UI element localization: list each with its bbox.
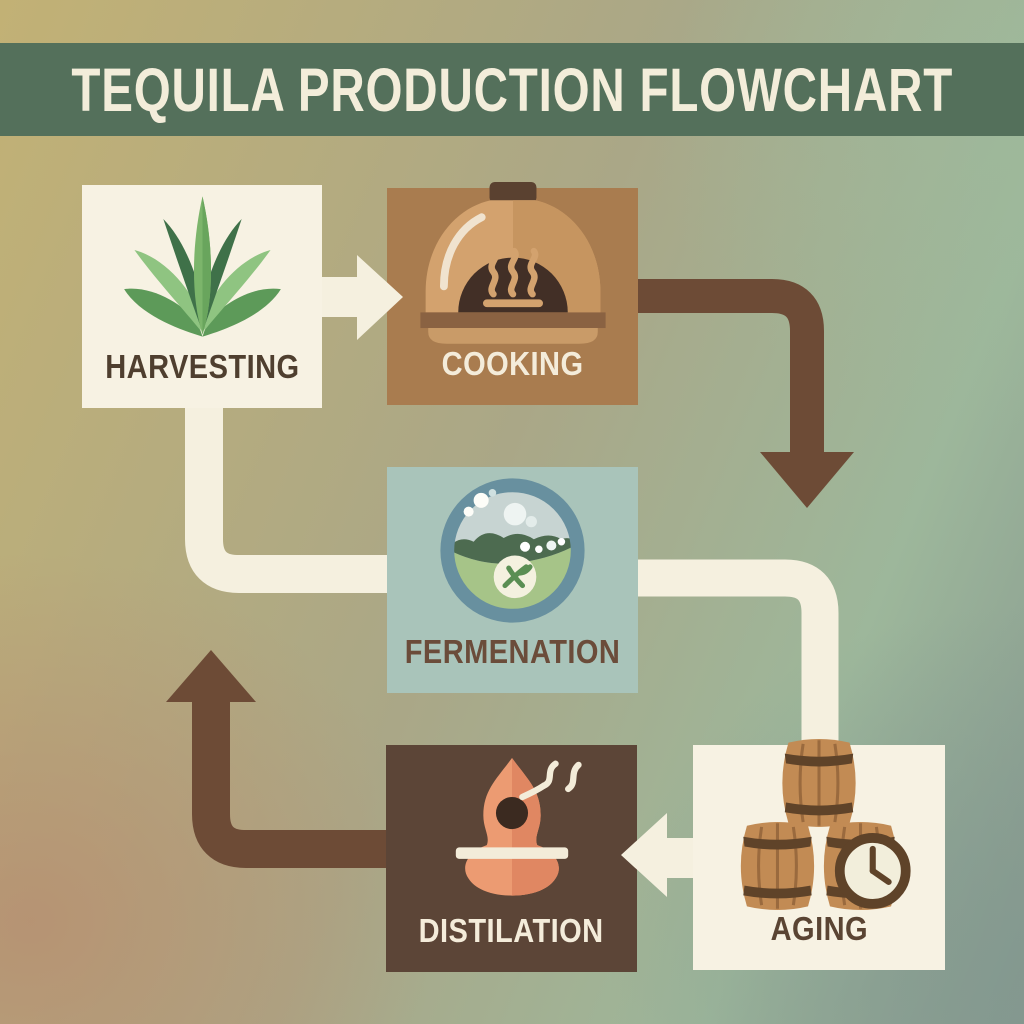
step-box-harvesting: HARVESTING bbox=[82, 185, 322, 408]
title-banner: TEQUILA PRODUCTION FLOWCHART bbox=[0, 43, 1024, 136]
barrels-clock-icon bbox=[740, 739, 911, 910]
copper-still-icon bbox=[455, 757, 582, 896]
step-label-distillation: DISTILATION bbox=[419, 912, 604, 949]
arrowhead-cooking-down bbox=[760, 452, 854, 508]
fermentation-vat-icon bbox=[440, 477, 585, 623]
step-label-fermentation: FERMENATION bbox=[404, 633, 621, 670]
arrowhead-distillation-up bbox=[166, 650, 256, 702]
harvesting-icon-zone bbox=[82, 185, 322, 348]
step-label-cooking: COOKING bbox=[441, 345, 584, 382]
stone-oven-icon bbox=[419, 182, 606, 344]
pipe-cooking-down bbox=[638, 279, 824, 458]
step-box-distillation: DISTILATION bbox=[386, 745, 637, 972]
agave-plant-icon bbox=[123, 195, 281, 337]
cooking-icon-zone bbox=[387, 182, 638, 345]
pipe-harvesting-to-fermentation bbox=[185, 404, 394, 593]
distillation-icon-zone bbox=[386, 745, 637, 912]
pipe-fermentation-to-aging bbox=[636, 559, 839, 752]
aging-icon-zone bbox=[693, 739, 945, 910]
fermentation-icon-zone bbox=[387, 467, 638, 633]
step-box-cooking: COOKING bbox=[387, 182, 638, 405]
step-label-harvesting: HARVESTING bbox=[104, 348, 300, 385]
step-box-aging: AGING bbox=[693, 739, 945, 970]
pipe-distillation-return bbox=[192, 700, 390, 868]
step-box-fermentation: FERMENATION bbox=[387, 467, 638, 693]
step-label-aging: AGING bbox=[770, 910, 868, 947]
page-title: TEQUILA PRODUCTION FLOWCHART bbox=[71, 55, 953, 124]
